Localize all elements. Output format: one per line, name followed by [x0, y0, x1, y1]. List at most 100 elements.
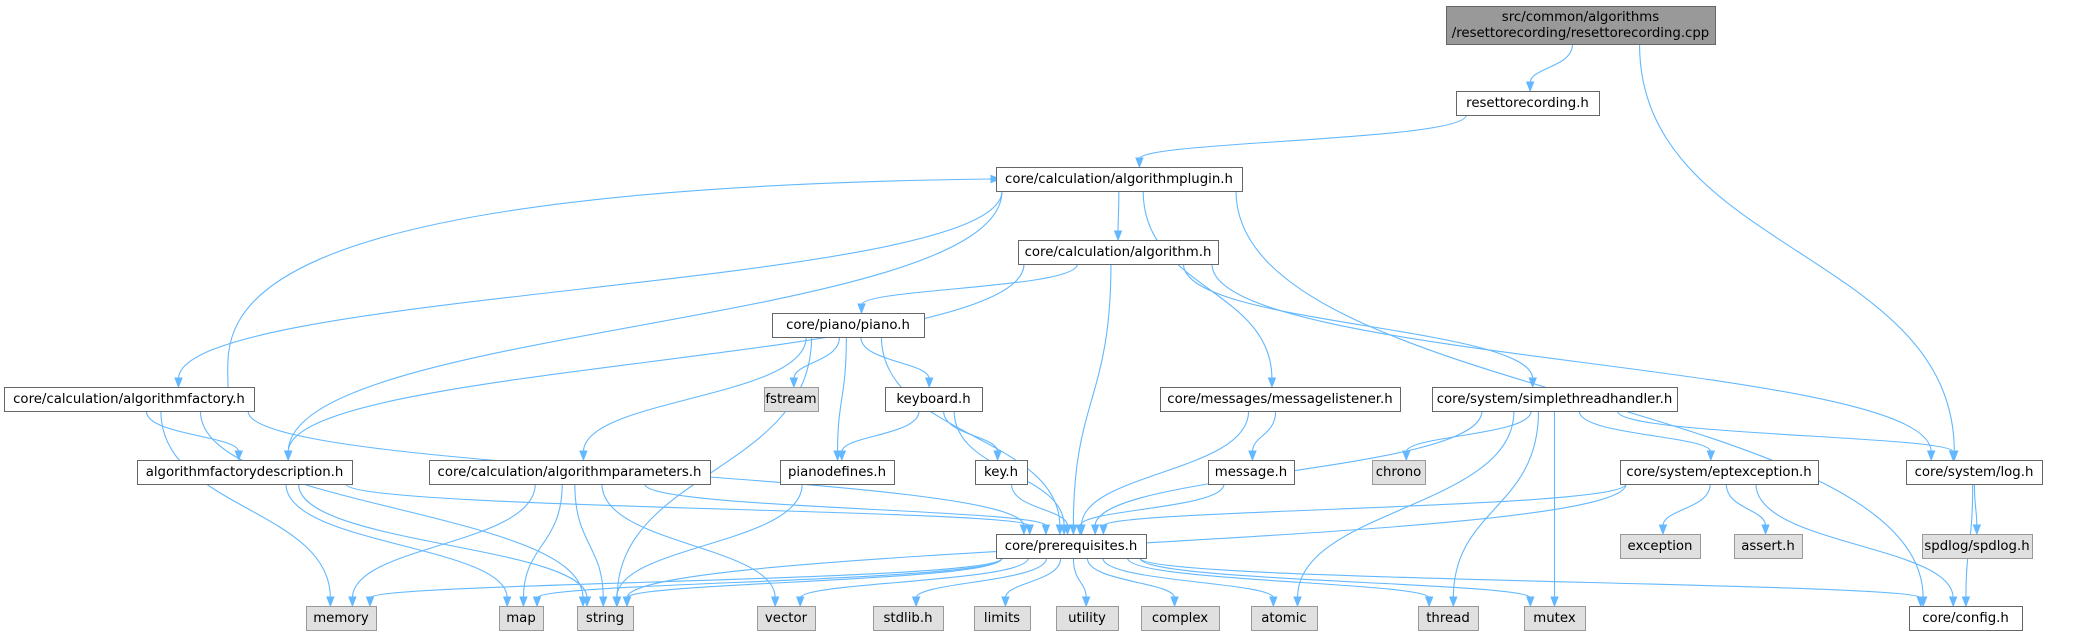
edge-arrowhead — [911, 596, 921, 608]
node-label: string — [586, 611, 624, 626]
edge-main-to-log_h — [1638, 43, 1959, 462]
node-log-h[interactable]: core/system/log.h — [1906, 460, 2043, 485]
edge-simplethreadhandler_h-to-chrono — [1402, 410, 1532, 462]
node-messagelistener-h[interactable]: core/messages/messagelistener.h — [1160, 387, 1401, 412]
node-box — [974, 606, 1031, 631]
edge-arrowhead — [1041, 524, 1051, 536]
node-box — [1056, 606, 1119, 631]
edge-algorithmparameters_h-to-string — [574, 483, 608, 608]
node-main[interactable]: src/common/algorithms/resettorecording/r… — [1446, 6, 1716, 45]
node-label: resettorecording.h — [1466, 96, 1589, 111]
node-box — [873, 606, 944, 631]
node-label: algorithmfactorydescription.h — [146, 465, 344, 480]
edge-line — [1072, 557, 1087, 599]
node-label: src/common/algorithms — [1502, 10, 1659, 25]
edge-line — [1080, 410, 1250, 527]
edge-line — [1102, 483, 1627, 527]
node-pianodefines-h[interactable]: pianodefines.h — [780, 460, 895, 485]
edge-line — [1973, 483, 1978, 527]
node-box — [1418, 606, 1479, 631]
edge-log_h-to-spdlog_h — [1972, 483, 1982, 536]
edge-arrowhead — [365, 596, 375, 608]
dependency-edges — [145, 43, 1982, 608]
edge-prerequisites_h-to-limits — [1001, 557, 1062, 608]
node-algorithmfactory-h[interactable]: core/calculation/algorithmfactory.h — [4, 387, 255, 412]
node-message-h[interactable]: message.h — [1208, 460, 1295, 485]
edge-keyboard_h-to-key_h — [943, 410, 1002, 462]
edge-arrowhead — [924, 377, 934, 389]
edge-arrowhead — [1025, 524, 1034, 536]
node-label: core/calculation/algorithmparameters.h — [438, 465, 702, 480]
node-box — [577, 606, 634, 631]
edge-arrowhead — [1528, 377, 1537, 389]
node-algorithm-h[interactable]: core/calculation/algorithm.h — [1018, 240, 1219, 265]
node-exception: exception — [1620, 534, 1701, 559]
edge-arrowhead — [1525, 81, 1535, 93]
edge-arrowhead — [582, 596, 592, 608]
edge-line — [616, 336, 813, 599]
edge-arrowhead — [1658, 524, 1668, 536]
node-config-h[interactable]: core/config.h — [1909, 606, 2023, 631]
edge-line — [1182, 263, 1534, 380]
edge-arrowhead — [1449, 596, 1458, 608]
edge-line — [227, 178, 993, 388]
edge-line — [160, 410, 331, 599]
edge-algorithm_h-to-simplethreadhandler_h — [1182, 263, 1537, 389]
edge-arrowhead — [1069, 524, 1078, 536]
edge-line — [287, 263, 1025, 453]
node-simplethreadhandler-h[interactable]: core/system/simplethreadhandler.h — [1432, 387, 1678, 412]
node-algorithmparameters-h[interactable]: core/calculation/algorithmparameters.h — [429, 460, 711, 485]
edge-line — [345, 483, 1031, 527]
edge-line — [1405, 410, 1532, 453]
node-box — [1160, 387, 1401, 412]
edge-arrowhead — [1113, 230, 1123, 242]
edge-line — [1139, 557, 1922, 599]
edge-arrowhead — [1267, 377, 1277, 389]
node-box — [1909, 606, 2023, 631]
edge-arrowhead — [348, 596, 357, 608]
edge-line — [626, 557, 1003, 599]
node-map: map — [499, 606, 544, 631]
node-stdlib-h: stdlib.h — [873, 606, 944, 631]
node-label: pianodefines.h — [788, 465, 886, 480]
edge-eptexception_h-to-assert_h — [1725, 483, 1770, 536]
edge-arrowhead — [519, 596, 528, 608]
node-atomic: atomic — [1251, 606, 1318, 631]
edge-arrowhead — [1916, 596, 1926, 608]
edge-arrowhead — [1075, 524, 1085, 536]
edge-arrowhead — [1926, 450, 1936, 462]
edge-line — [1086, 557, 1176, 599]
node-box — [996, 534, 1147, 559]
node-resettorecording-h[interactable]: resettorecording.h — [1456, 91, 1600, 116]
node-label: exception — [1628, 539, 1693, 554]
node-piano-h[interactable]: core/piano/piano.h — [772, 313, 925, 338]
edge-prerequisites_h-to-stdlib_h — [911, 557, 1048, 608]
node-box — [996, 167, 1243, 192]
node-label: /resettorecording/resettorecording.cpp — [1452, 26, 1710, 41]
node-key-h[interactable]: key.h — [975, 460, 1028, 485]
node-label: map — [506, 611, 536, 626]
node-algorithmplugin-h[interactable]: core/calculation/algorithmplugin.h — [996, 167, 1243, 192]
edge-line — [601, 483, 776, 599]
edge-line — [1004, 557, 1062, 599]
edge-piano_h-to-algorithmparameters_h — [579, 336, 807, 462]
edge-line — [1010, 483, 1069, 527]
node-label: complex — [1152, 611, 1208, 626]
node-algorithmfactorydescription-h[interactable]: algorithmfactorydescription.h — [137, 460, 353, 485]
node-box — [4, 387, 255, 412]
edge-algorithmplugin_h-to-algorithm_h — [1113, 190, 1123, 242]
node-prerequisites-h[interactable]: core/prerequisites.h — [996, 534, 1147, 559]
edge-prerequisites_h-to-atomic — [1102, 557, 1278, 608]
edge-messagelistener_h-to-message_h — [1248, 410, 1277, 462]
edge-line — [369, 557, 1003, 599]
node-eptexception-h[interactable]: core/system/eptexception.h — [1620, 460, 1819, 485]
node-label: utility — [1068, 611, 1106, 626]
edge-line — [145, 410, 240, 453]
edge-line — [799, 557, 1029, 599]
node-string: string — [577, 606, 634, 631]
edge-simplethreadhandler_h-to-eptexception_h — [1578, 410, 1716, 462]
node-box — [1456, 91, 1600, 116]
edge-arrowhead — [598, 596, 608, 608]
node-keyboard-h[interactable]: keyboard.h — [885, 387, 983, 412]
